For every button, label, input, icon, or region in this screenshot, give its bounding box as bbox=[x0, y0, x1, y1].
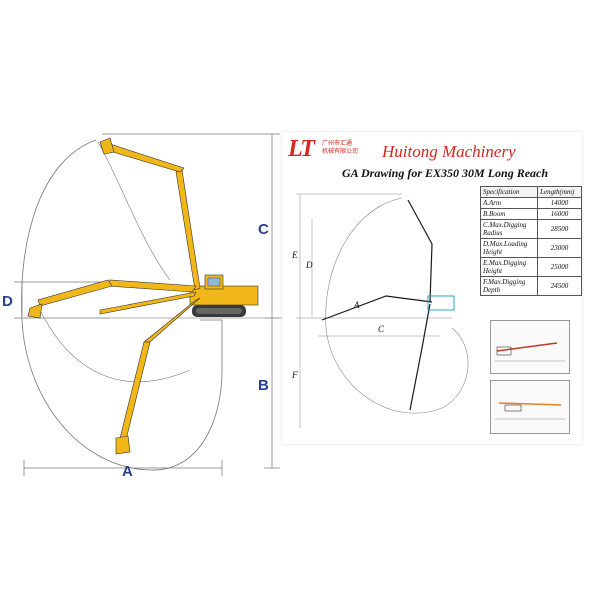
spec-name: D.Max.Loading Height bbox=[479, 238, 539, 258]
label-b: B bbox=[258, 377, 269, 394]
spec-name: E.Max.Digging Height bbox=[479, 257, 539, 277]
arm-swing-arc bbox=[97, 141, 171, 281]
label-d: D bbox=[2, 293, 13, 310]
working-envelope bbox=[21, 139, 223, 471]
ga-arm-outlines bbox=[321, 199, 433, 411]
brand-name: Huitong Machinery bbox=[382, 142, 516, 161]
ga-label-a: A bbox=[353, 300, 360, 310]
spec-value: 23000 bbox=[537, 238, 582, 258]
ga-label-c: C bbox=[378, 324, 385, 334]
spec-name: C.Max.Digging Radius bbox=[479, 219, 539, 239]
spec-value: 28500 bbox=[537, 219, 582, 239]
thumbnail-2-sketch bbox=[495, 402, 565, 420]
ga-dimension-lines bbox=[296, 193, 452, 428]
dimension-lines bbox=[14, 133, 290, 476]
ga-machine bbox=[427, 295, 455, 311]
spec-value: 25000 bbox=[537, 257, 582, 277]
ga-drawing-sheet: LT 广州市汇通 机械有限公司 Huitong Machinery GA Dra… bbox=[282, 132, 582, 444]
logo-cn-line2: 机械有限公司 bbox=[322, 148, 359, 155]
excavator-body bbox=[189, 274, 259, 317]
ga-envelope bbox=[325, 197, 469, 414]
ga-label-f: F bbox=[291, 370, 298, 380]
thumbnail-1-sketch bbox=[495, 342, 565, 362]
ga-label-d: D bbox=[305, 260, 313, 270]
ga-label-e: E bbox=[291, 250, 298, 260]
logo-cn-line1: 广州市汇通 bbox=[322, 140, 353, 147]
spec-value: 14000 bbox=[537, 197, 582, 209]
working-range-diagram: A B C D bbox=[2, 133, 290, 480]
drawing-thumbnail-2 bbox=[490, 380, 570, 434]
spec-name: F.Max.Digging Depth bbox=[479, 276, 539, 296]
drawing-title: GA Drawing for EX350 30M Long Reach bbox=[342, 166, 549, 180]
drawing-thumbnail-1 bbox=[490, 320, 570, 374]
spec-name: B.Boom bbox=[479, 208, 539, 220]
spec-header-row: Specification Length(mm) bbox=[479, 186, 582, 198]
company-logo: LT 广州市汇通 机械有限公司 bbox=[288, 136, 358, 162]
logo-mark: LT bbox=[288, 136, 315, 162]
spec-value: 24500 bbox=[537, 276, 582, 296]
spec-value: 16000 bbox=[537, 208, 582, 220]
ga-drawing: A C D E F bbox=[291, 193, 469, 428]
excavator-arms bbox=[27, 137, 201, 455]
dig-arc bbox=[39, 309, 191, 383]
logo-chinese-name: 广州市汇通 机械有限公司 bbox=[322, 140, 360, 156]
spec-header-name: Specification bbox=[479, 186, 539, 198]
spec-name: A.Arm bbox=[479, 197, 539, 209]
spec-header-value: Length(mm) bbox=[537, 186, 582, 198]
label-a: A bbox=[122, 463, 133, 480]
label-c: C bbox=[258, 221, 269, 238]
